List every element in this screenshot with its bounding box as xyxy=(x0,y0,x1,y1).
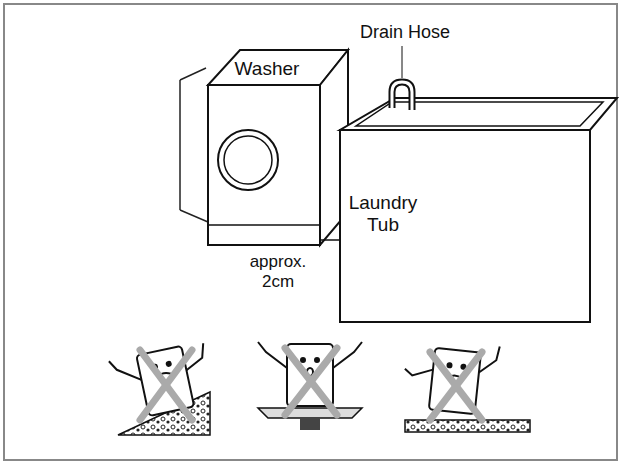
dimension-label: approx. 2cm xyxy=(240,252,316,291)
part-label: Laundry Tub xyxy=(346,192,420,236)
laundry-tub-drawing xyxy=(340,98,617,322)
frame xyxy=(4,4,617,460)
gap-marker xyxy=(320,239,340,241)
part-label: Drain Hose xyxy=(340,22,470,43)
part-label: Washer xyxy=(222,58,312,80)
unstable-slope-figure xyxy=(109,341,216,435)
leader-line xyxy=(402,46,403,78)
uneven-ground-figure xyxy=(401,337,530,432)
drain-hose-inner xyxy=(392,82,412,110)
drain-hose-drawing xyxy=(392,82,412,110)
wall xyxy=(180,68,208,222)
washer-drawing xyxy=(208,50,348,245)
unstable-platform-figure xyxy=(258,342,362,430)
